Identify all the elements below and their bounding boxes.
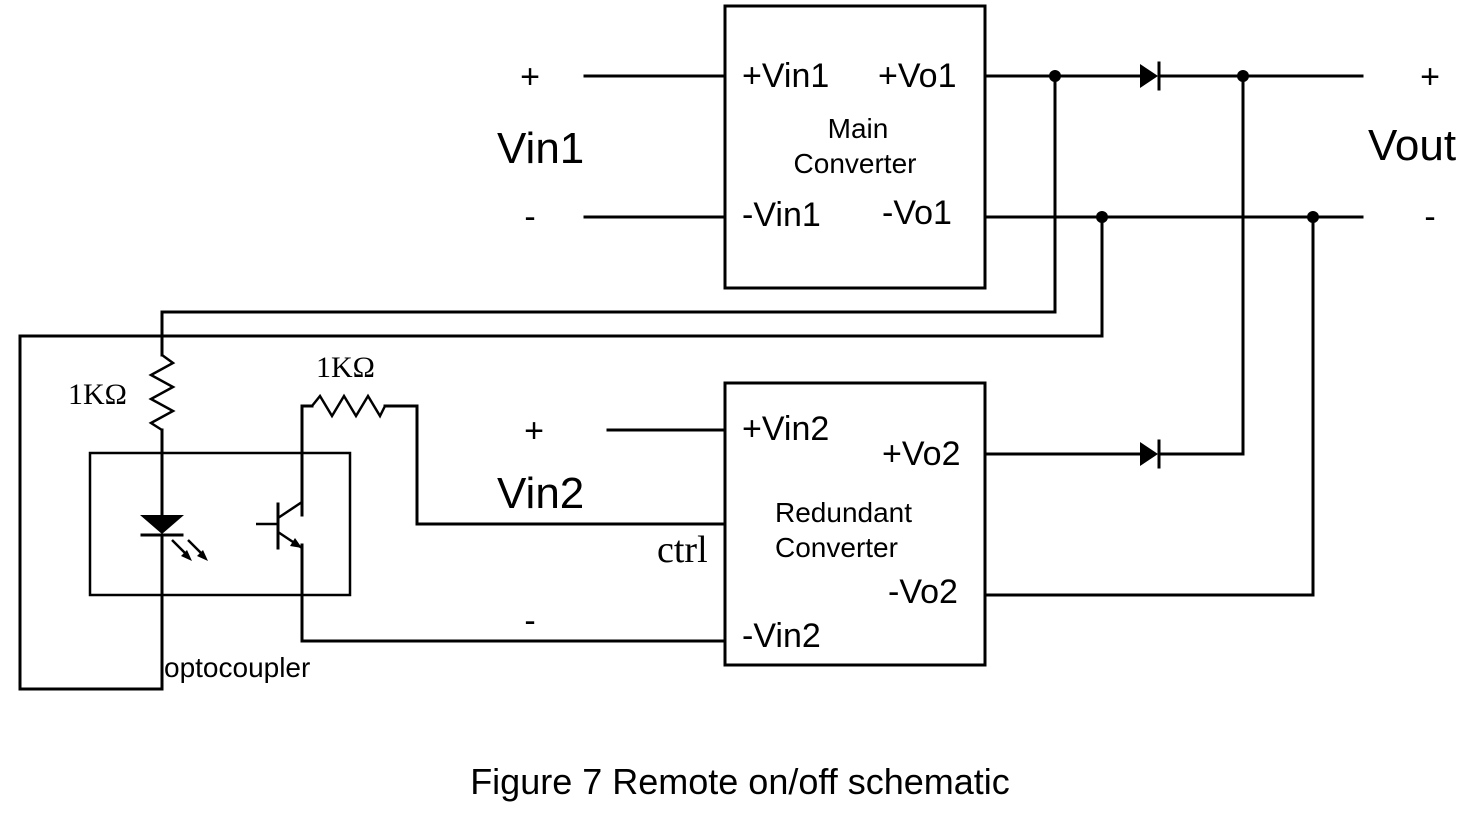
diode-main-output xyxy=(1140,61,1161,91)
vout-minus-sign: - xyxy=(1424,198,1435,236)
redundant-converter-name-2: Converter xyxy=(775,532,898,563)
vout-plus-sign: + xyxy=(1420,58,1440,96)
vin1-plus-sign: + xyxy=(520,58,540,96)
wire-vo1-pos-tap xyxy=(160,74,1057,357)
wire-vo1-neg-tap xyxy=(18,215,1104,691)
optocoupler-label: optocoupler xyxy=(164,652,310,683)
vin1-label: Vin1 xyxy=(497,124,584,173)
diode-redundant-output xyxy=(1140,439,1161,469)
vin2-plus-sign: + xyxy=(524,412,544,450)
wire-collector xyxy=(300,404,314,517)
redundant-pin-vo2-neg: -Vo2 xyxy=(888,573,958,611)
main-pin-vin1-neg: -Vin1 xyxy=(742,196,821,234)
main-converter-name-1: Main xyxy=(828,113,889,144)
vout-label: Vout xyxy=(1368,121,1456,170)
main-pin-vo1-neg: -Vo1 xyxy=(882,194,952,232)
transistor-resistor-value: 1KΩ xyxy=(316,351,375,384)
redundant-pin-vin2-neg: -Vin2 xyxy=(742,617,821,655)
main-converter: +Vin1 +Vo1 -Vin1 -Vo1 Main Converter xyxy=(723,4,987,290)
main-pin-vin1-pos: +Vin1 xyxy=(742,57,829,95)
main-converter-box xyxy=(723,4,987,290)
diode-icon xyxy=(1140,442,1158,466)
diode-icon xyxy=(1140,64,1158,88)
figure-caption: Figure 7 Remote on/off schematic xyxy=(470,761,1010,802)
optocoupler-box xyxy=(88,451,352,597)
resistor-icon xyxy=(148,353,176,432)
vin2-minus-sign: - xyxy=(524,602,535,640)
junction-dot xyxy=(1237,70,1249,82)
wire-emitter-vin2-neg xyxy=(300,543,727,643)
led-icon xyxy=(140,515,208,561)
resistor-icon xyxy=(311,393,387,419)
redundant-pin-vo2-pos: +Vo2 xyxy=(882,435,960,473)
transistor-resistor: 1KΩ xyxy=(311,351,387,419)
junction-dot xyxy=(1096,211,1108,223)
junction-dot xyxy=(1049,70,1061,82)
wire-vo2-neg xyxy=(983,215,1315,597)
main-converter-name-2: Converter xyxy=(794,148,917,179)
junction-dot xyxy=(1307,211,1319,223)
vin1-minus-sign: - xyxy=(524,198,535,236)
wire-vo2-pos-b xyxy=(1158,74,1245,456)
wire-ctrl xyxy=(383,404,727,526)
led-resistor-value: 1KΩ xyxy=(68,378,127,411)
wires xyxy=(18,74,1364,691)
led-resistor: 1KΩ xyxy=(68,353,176,432)
redundant-converter: +Vin2 +Vo2 -Vo2 -Vin2 Redundant Converte… xyxy=(657,381,987,667)
optocoupler: optocoupler xyxy=(88,451,352,683)
redundant-converter-name-1: Redundant xyxy=(775,497,912,528)
redundant-pin-ctrl: ctrl xyxy=(657,529,708,571)
main-pin-vo1-pos: +Vo1 xyxy=(878,57,956,95)
redundant-pin-vin2-pos: +Vin2 xyxy=(742,410,829,448)
vin2-label: Vin2 xyxy=(497,469,584,518)
phototransistor-icon xyxy=(256,500,303,550)
junctions xyxy=(1049,70,1319,223)
